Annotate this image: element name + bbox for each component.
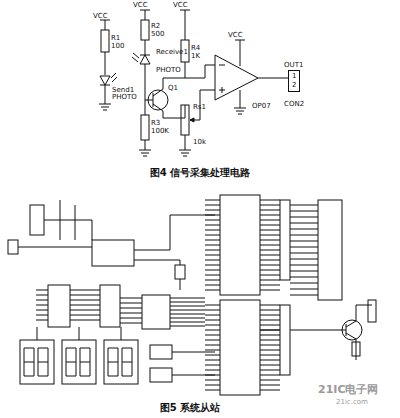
- resistor-array: [280, 305, 290, 375]
- pin-lines: [170, 298, 205, 326]
- connector-symbol: [8, 240, 18, 254]
- part-label: 1K: [191, 52, 200, 60]
- ic-chip: [220, 300, 260, 395]
- switch-symbol: [150, 345, 172, 359]
- part-label: VCC: [173, 1, 188, 9]
- resistor-symbol: [101, 30, 109, 52]
- pin-lines: [260, 200, 280, 290]
- transistor-symbol: [148, 90, 168, 110]
- relay-coil: [368, 300, 376, 322]
- ic-chip: [220, 195, 260, 295]
- part-label: R4: [191, 44, 200, 52]
- ic-chip: [48, 285, 70, 327]
- part-label: VCC: [133, 1, 148, 9]
- led-symbol: [175, 265, 185, 279]
- digit-segments: [38, 348, 48, 376]
- digit-segments: [66, 348, 76, 376]
- seven-segment-display: [20, 340, 54, 384]
- digit-segments: [108, 348, 118, 376]
- resistor-symbol: [141, 115, 149, 140]
- signal-circuit: [99, 10, 288, 156]
- pin-lines: [290, 205, 318, 295]
- watermark: 21ic.com: [336, 398, 368, 406]
- part-label: PHOTO: [156, 66, 181, 74]
- pin-lines: [260, 305, 280, 390]
- part-label: Receive1: [156, 48, 188, 56]
- seven-segment-display: [104, 340, 138, 384]
- part-label: VCC: [228, 31, 243, 39]
- part-label: Send1: [112, 86, 134, 94]
- pin-number: 2: [292, 81, 296, 90]
- watermark: 21IC电子网: [318, 384, 378, 396]
- slave-station: [8, 195, 376, 395]
- resistor-array: [280, 200, 290, 280]
- part-label: CON2: [284, 100, 304, 108]
- part-label: 100K: [151, 127, 169, 135]
- part-label: R3: [151, 119, 160, 127]
- ic-chip: [100, 285, 120, 327]
- photodiode-symbol: [140, 55, 150, 64]
- ic-chip: [142, 295, 170, 329]
- connector-block: 12: [288, 70, 300, 92]
- ic-chip: [92, 240, 134, 266]
- switch-symbol: [150, 368, 172, 382]
- part-label: 100: [111, 42, 124, 50]
- part-label: OP07: [252, 102, 271, 110]
- part-label: Q1: [168, 84, 178, 92]
- digit-segments: [24, 348, 34, 376]
- figure-caption: 图4 信号采集处理电路: [150, 167, 250, 179]
- part-label: Rs1: [193, 103, 206, 111]
- connector-symbol: [318, 200, 342, 300]
- pin-lines: [36, 290, 48, 320]
- led-symbol: [100, 76, 110, 85]
- pin-number: 1: [292, 72, 296, 81]
- pin-lines: [205, 305, 220, 390]
- digit-segments: [80, 348, 90, 376]
- part-label: OUT1: [284, 61, 303, 69]
- part-label: R2: [151, 22, 160, 30]
- digit-segments: [122, 348, 132, 376]
- pin-lines: [70, 290, 100, 320]
- part-label: 500: [151, 30, 164, 38]
- crystal-symbol: [30, 205, 44, 235]
- part-label: 10k: [193, 138, 206, 146]
- resistor-symbol: [141, 20, 149, 40]
- potentiometer-symbol: [181, 105, 189, 135]
- figure-caption: 图5 系统从站: [160, 402, 220, 414]
- opamp-symbol: [215, 55, 258, 100]
- pin-lines: [205, 200, 220, 290]
- part-label: PHOTO: [112, 93, 137, 101]
- part-label: VCC: [93, 12, 108, 20]
- part-label: R1: [111, 34, 120, 42]
- seven-segment-display: [62, 340, 96, 384]
- pin-lines: [120, 298, 142, 323]
